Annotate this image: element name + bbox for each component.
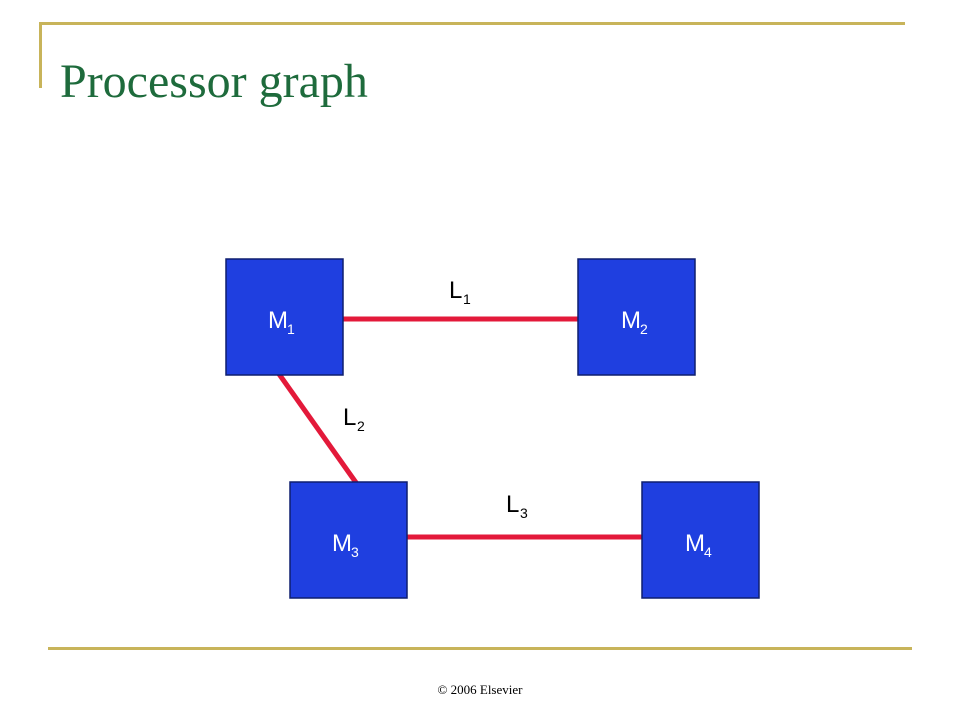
frame-top-rule bbox=[39, 22, 905, 25]
slide-title: Processor graph bbox=[60, 55, 368, 108]
node-label-m2-base: M bbox=[621, 307, 641, 334]
edge-label-l2: L 2 bbox=[343, 404, 365, 434]
edge-label-l2-sub: 2 bbox=[357, 418, 365, 434]
footer-rule bbox=[48, 647, 912, 650]
node-label-m4-base: M bbox=[685, 530, 705, 557]
edge-label-l3-sub: 3 bbox=[520, 505, 528, 521]
node-label-m3: M 3 bbox=[332, 530, 359, 560]
edge-label-l3: L 3 bbox=[506, 491, 528, 521]
edge-label-l1-base: L bbox=[449, 277, 462, 304]
node-label-m2: M 2 bbox=[621, 307, 648, 337]
footer-copyright: © 2006 Elsevier bbox=[437, 682, 523, 697]
node-label-m3-base: M bbox=[332, 530, 352, 557]
node-m4 bbox=[641, 481, 760, 599]
node-label-m1-base: M bbox=[268, 307, 288, 334]
node-m2 bbox=[577, 258, 696, 376]
node-label-m3-sub: 3 bbox=[351, 544, 359, 560]
node-label-m2-sub: 2 bbox=[640, 321, 648, 337]
edge-label-l1: L 1 bbox=[449, 277, 471, 307]
node-m1 bbox=[225, 258, 344, 376]
node-label-m4: M 4 bbox=[685, 530, 712, 560]
node-label-m4-sub: 4 bbox=[704, 544, 712, 560]
node-m3 bbox=[289, 481, 408, 599]
edge-label-l2-base: L bbox=[343, 404, 356, 431]
node-label-m1: M 1 bbox=[268, 307, 295, 337]
node-label-m1-sub: 1 bbox=[287, 321, 295, 337]
frame-left-accent bbox=[39, 22, 42, 88]
edge-label-l3-base: L bbox=[506, 491, 519, 518]
edge-label-l1-sub: 1 bbox=[463, 291, 471, 307]
edge-l2 bbox=[276, 372, 360, 486]
